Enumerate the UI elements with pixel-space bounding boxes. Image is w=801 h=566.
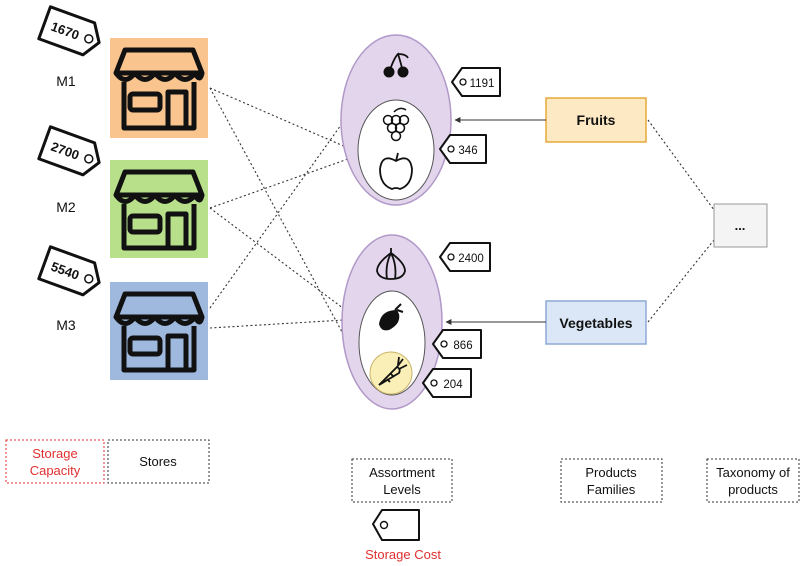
- cost-value: 204: [443, 379, 463, 391]
- cost-value: 866: [453, 340, 472, 352]
- capacity-tag-m3: 5540: [37, 245, 101, 297]
- link-m3-vegetable: [209, 319, 345, 329]
- apple-icon: [379, 152, 413, 190]
- link-m2-grapes: [209, 153, 363, 209]
- tag-hole-icon: [84, 154, 94, 164]
- legend-families-line2: Families: [587, 482, 636, 497]
- family-vegetables[interactable]: Vegetables: [545, 300, 647, 345]
- taxonomy-root-node[interactable]: ...: [713, 203, 768, 248]
- link-vegetables-taxonomy: [647, 239, 715, 323]
- legend-taxonomy-line1: Taxonomy of: [716, 465, 790, 480]
- tag-hole-icon: [447, 253, 455, 261]
- store-label-m2: M2: [56, 199, 76, 215]
- legend-storage-cost: Storage Cost: [365, 509, 441, 562]
- cost-tag-eggplant: 866: [432, 329, 482, 359]
- tag-hole-icon: [84, 274, 94, 284]
- store-icon: [113, 47, 205, 131]
- legend-stores-label: Stores: [139, 454, 177, 469]
- family-vegetables-label: Vegetables: [559, 315, 632, 331]
- capacity-tag-m1: 1670: [37, 5, 101, 57]
- family-fruits-label: Fruits: [577, 112, 616, 128]
- legend-assortment-line1: Assortment: [369, 465, 435, 480]
- grapes-icon: [382, 107, 410, 142]
- store-icon: [113, 169, 205, 251]
- tag-hole-icon: [84, 34, 94, 44]
- tag-hole-icon: [440, 340, 448, 348]
- cost-value: 346: [458, 145, 477, 157]
- legend-assortment-levels: Assortment Levels: [351, 458, 453, 503]
- eggplant-icon: [379, 303, 404, 331]
- price-tag-icon: [372, 509, 420, 541]
- cost-tag-carrot: 204: [422, 368, 472, 398]
- store-m1[interactable]: [110, 38, 208, 138]
- fruits-inner-ellipse: [357, 99, 435, 201]
- legend-products-families: Products Families: [560, 458, 663, 503]
- link-m3-apple-fruit: [209, 117, 347, 309]
- store-m2[interactable]: [110, 160, 208, 258]
- taxonomy-root-box: [713, 203, 768, 248]
- family-vegetables-box: [545, 300, 647, 345]
- cost-tag-cherry: 1191: [451, 67, 501, 97]
- link-m1-grapes: [209, 87, 363, 155]
- cost-tag-garlic: 2400: [439, 242, 491, 272]
- vegetables-assortment-group: [341, 234, 443, 410]
- legend-taxonomy-line2: products: [728, 482, 778, 497]
- tag-hole-icon: [447, 145, 455, 153]
- tag-hole-icon: [430, 379, 438, 387]
- connection-lines: [209, 87, 715, 381]
- carrot-icon: [378, 356, 408, 386]
- cherry-icon: [383, 52, 409, 78]
- legend-stores: Stores: [107, 439, 210, 484]
- capacity-tag-m2: 2700: [37, 125, 101, 177]
- store-label-m3: M3: [56, 317, 76, 333]
- legend-storage-capacity-line2: Capacity: [30, 463, 81, 478]
- cost-tag-grapes: 346: [439, 134, 487, 164]
- store-icon: [113, 291, 205, 373]
- link-m1-carrot: [209, 87, 369, 381]
- garlic-icon: [376, 248, 406, 280]
- legend-taxonomy: Taxonomy of products: [706, 458, 800, 503]
- cost-value: 2400: [458, 253, 484, 265]
- legend-families-line1: Products: [585, 465, 637, 480]
- tag-hole-icon: [459, 78, 467, 86]
- family-fruits[interactable]: Fruits: [545, 97, 647, 143]
- legend-storage-capacity-line1: Storage: [32, 446, 78, 461]
- taxonomy-root-label: ...: [735, 218, 746, 233]
- cost-value: 1191: [470, 78, 495, 90]
- fruits-assortment-group: [340, 34, 452, 206]
- legend-storage-cost-label: Storage Cost: [365, 547, 441, 562]
- legend-storage-capacity: Storage Capacity: [5, 439, 105, 484]
- store-label-m1: M1: [56, 73, 76, 89]
- link-fruits-taxonomy: [647, 119, 715, 211]
- legend-assortment-line2: Levels: [383, 482, 421, 497]
- store-m3[interactable]: [110, 282, 208, 380]
